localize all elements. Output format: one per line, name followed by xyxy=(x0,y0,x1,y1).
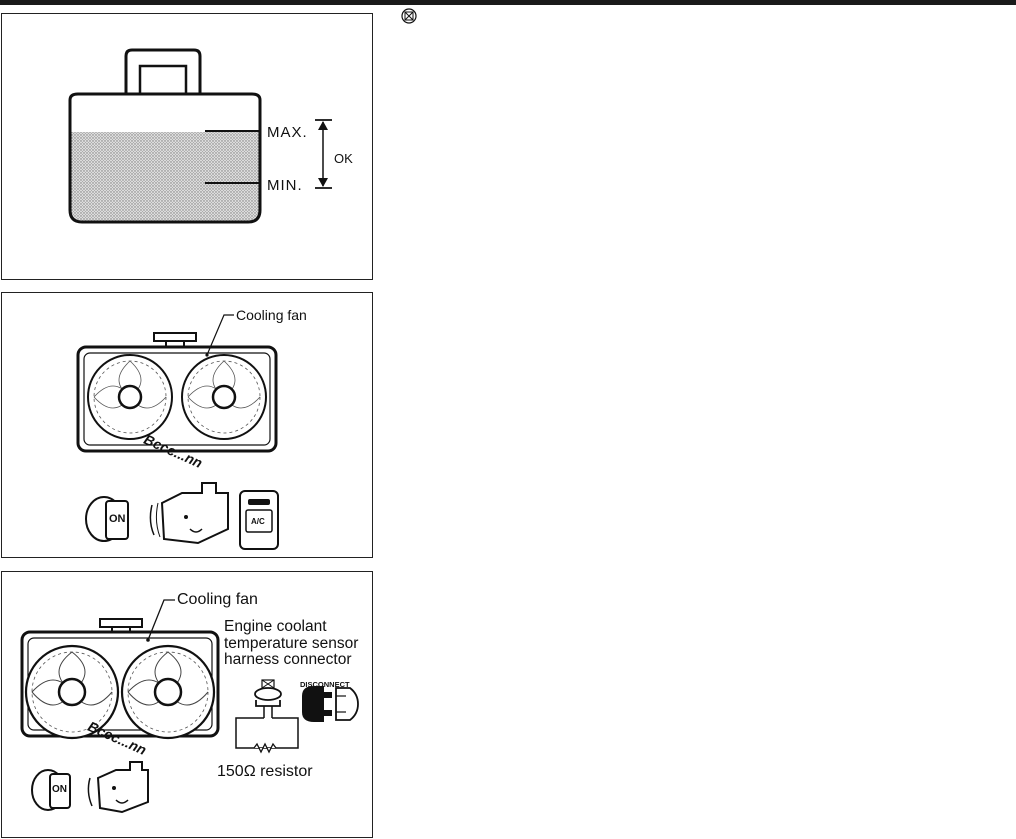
engine-icon xyxy=(87,761,149,814)
fan-left xyxy=(24,644,120,740)
cooling-fan-sensor-figure: Cooling fan Engine coolant temperature s… xyxy=(1,571,373,838)
resistor-label: 150Ω resistor xyxy=(217,763,313,780)
ac-switch-icon xyxy=(239,490,279,550)
max-level-label: MAX. xyxy=(267,124,308,141)
header-rule xyxy=(0,0,1016,5)
radiator-fans-sensor-drawing xyxy=(20,599,359,814)
fan-right xyxy=(181,354,267,440)
ignition-key-icon xyxy=(85,496,129,542)
radiator-fans-drawing xyxy=(76,314,279,550)
engine-icon xyxy=(149,482,229,545)
ok-range-label: OK xyxy=(334,151,353,166)
disconnect-connector-icon xyxy=(302,686,359,722)
fan-left xyxy=(87,354,173,440)
reservoir-drawing xyxy=(68,48,332,224)
sensor-connector-label: Engine coolant temperature sensor harnes… xyxy=(224,618,359,669)
ac-label: A/C xyxy=(251,517,265,526)
cooling-fan-label: Cooling fan xyxy=(177,591,258,608)
reservoir-level-figure: MAX. MIN. OK xyxy=(1,13,373,280)
ignition-on-label: ON xyxy=(52,784,67,795)
resistor-icon xyxy=(235,679,299,754)
fan-right xyxy=(120,644,216,740)
cooling-fan-label: Cooling fan xyxy=(236,307,307,323)
ignition-key-icon xyxy=(31,769,71,811)
no-action-icon xyxy=(401,8,417,24)
disconnect-label: DISCONNECT xyxy=(300,680,350,689)
min-level-label: MIN. xyxy=(267,177,303,194)
ignition-on-label: ON xyxy=(109,513,126,525)
cooling-fan-ac-figure: Cooling fan Bccc...nn ON A/C xyxy=(1,292,373,558)
